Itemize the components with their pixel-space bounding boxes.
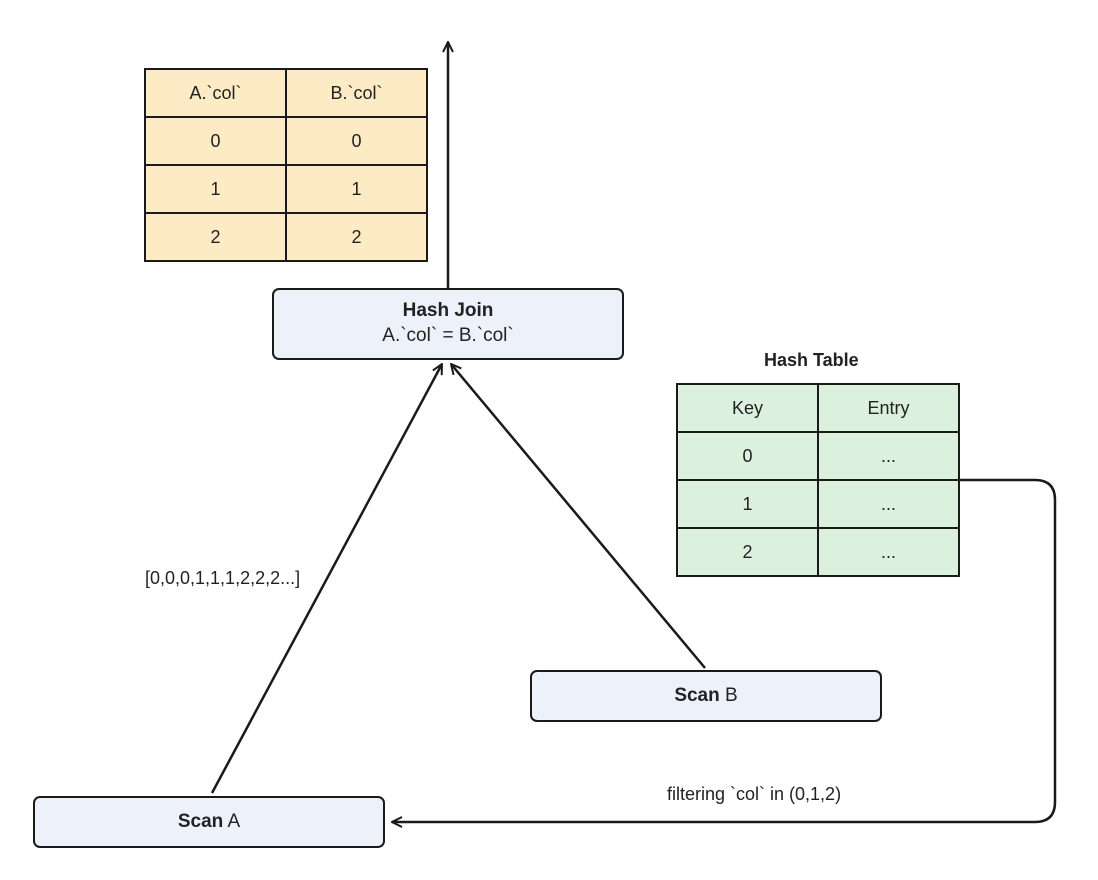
table-cell: ... bbox=[817, 479, 960, 529]
table-header-row: Key Entry bbox=[676, 383, 960, 433]
join-result-table: A.`col` B.`col` 0 0 1 1 2 2 bbox=[144, 68, 428, 262]
table-cell: 2 bbox=[285, 212, 428, 262]
table-cell: 0 bbox=[676, 431, 819, 481]
table-cell: 2 bbox=[144, 212, 287, 262]
table-cell: ... bbox=[817, 527, 960, 577]
scan-b-table: B bbox=[719, 684, 738, 706]
scan-a-table: A bbox=[223, 810, 241, 832]
hash-join-node: Hash Join A.`col` = B.`col` bbox=[272, 288, 624, 360]
table-cell: ... bbox=[817, 431, 960, 481]
scan-b-to-join-arrow bbox=[451, 364, 706, 669]
table-cell: 1 bbox=[676, 479, 819, 529]
filter-label: filtering `col` in (0,1,2) bbox=[667, 784, 842, 804]
table-header-row: A.`col` B.`col` bbox=[144, 68, 428, 118]
table-header-cell: A.`col` bbox=[144, 68, 287, 118]
table-row: 0 0 bbox=[144, 116, 428, 166]
table-header-cell: B.`col` bbox=[285, 68, 428, 118]
table-row: 1 1 bbox=[144, 164, 428, 214]
hash-join-condition: A.`col` = B.`col` bbox=[382, 325, 514, 346]
hash-join-title: Hash Join bbox=[402, 300, 494, 322]
hash-table-title: Hash Table bbox=[764, 350, 859, 370]
table-cell: 0 bbox=[285, 116, 428, 166]
scan-a-to-join-arrow bbox=[210, 364, 444, 794]
scan-a-keyword: Scan bbox=[177, 810, 224, 832]
table-cell: 0 bbox=[144, 116, 287, 166]
table-row: 2 2 bbox=[144, 212, 428, 262]
table-row: 2 ... bbox=[676, 527, 960, 577]
hash-table: Key Entry 0 ... 1 ... 2 ... bbox=[676, 383, 960, 577]
table-header-cell: Key bbox=[676, 383, 819, 433]
scan-a-node: Scan A bbox=[33, 796, 385, 848]
table-cell: 1 bbox=[144, 164, 287, 214]
scan-b-keyword: Scan bbox=[674, 684, 720, 706]
table-cell: 1 bbox=[285, 164, 428, 214]
runtime-filter-arrow bbox=[392, 478, 1057, 822]
table-row: 0 ... bbox=[676, 431, 960, 481]
table-row: 1 ... bbox=[676, 479, 960, 529]
scan-b-node: Scan B bbox=[530, 670, 882, 722]
stream-values-label: [0,0,0,1,1,1,2,2,2...] bbox=[145, 568, 301, 588]
table-header-cell: Entry bbox=[817, 383, 960, 433]
table-cell: 2 bbox=[676, 527, 819, 577]
